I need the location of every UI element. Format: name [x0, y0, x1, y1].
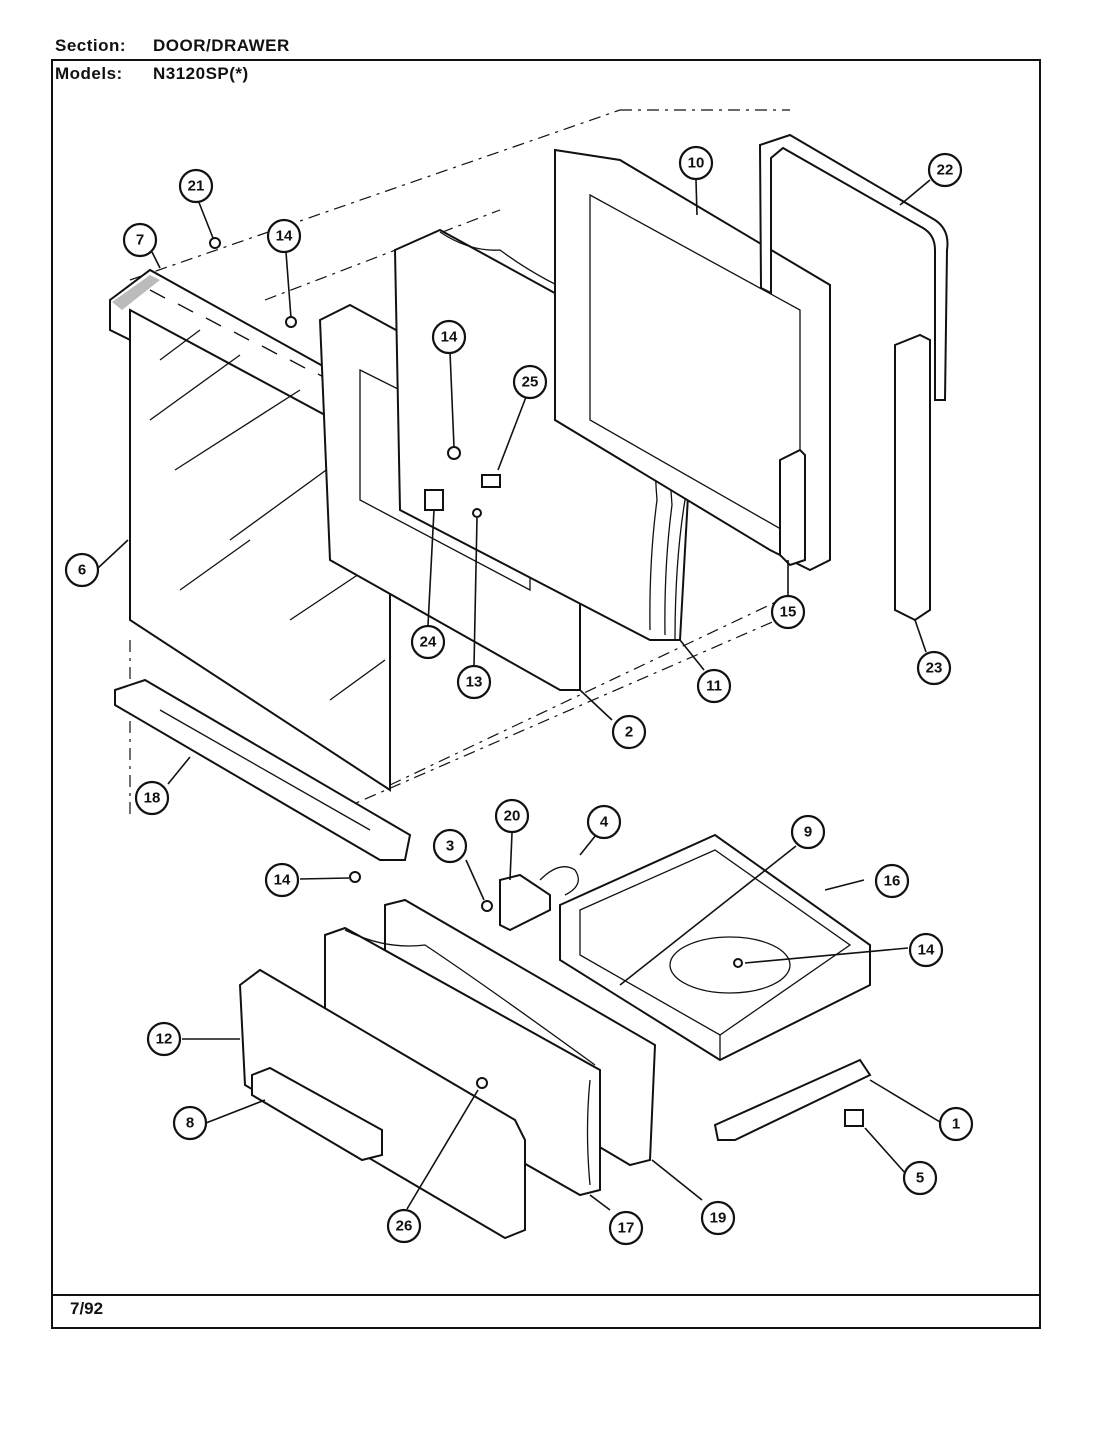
callout-14: 14	[431, 319, 467, 355]
callout-19: 19	[700, 1200, 736, 1236]
drawer-rail	[713, 1058, 872, 1141]
bracket-20	[499, 873, 551, 932]
svg-text:15: 15	[780, 604, 797, 621]
callout-2: 2	[611, 714, 647, 750]
callout-18: 18	[134, 780, 170, 816]
svg-text:25: 25	[522, 374, 539, 391]
screw-14b	[447, 446, 461, 460]
door-clip	[779, 448, 806, 567]
callout-21: 21	[178, 168, 214, 204]
svg-text:16: 16	[884, 873, 901, 890]
drawer-handle	[251, 1066, 383, 1162]
callout-15: 15	[770, 594, 806, 630]
svg-text:22: 22	[937, 162, 954, 179]
svg-text:4: 4	[600, 814, 609, 831]
svg-text:1: 1	[952, 1116, 960, 1133]
hinge-24	[424, 489, 444, 511]
callout-1: 1	[938, 1106, 974, 1142]
models-line: Models: N3120SP(*)	[55, 64, 249, 84]
svg-text:24: 24	[420, 634, 437, 651]
svg-text:23: 23	[926, 660, 943, 677]
svg-text:5: 5	[916, 1170, 924, 1187]
svg-text:6: 6	[78, 562, 86, 579]
screw-26	[476, 1077, 488, 1089]
svg-text:13: 13	[466, 674, 483, 691]
leader-lines	[97, 179, 941, 1211]
wire-4	[539, 866, 579, 896]
bracket-25	[481, 474, 501, 488]
callout-20: 20	[494, 798, 530, 834]
section-value: DOOR/DRAWER	[153, 36, 290, 55]
svg-text:18: 18	[144, 790, 161, 807]
svg-text:14: 14	[274, 872, 291, 889]
callout-14: 14	[264, 862, 300, 898]
screw-14c	[349, 871, 361, 883]
svg-text:3: 3	[446, 838, 454, 855]
door-gasket	[758, 133, 949, 401]
callout-16: 16	[874, 863, 910, 899]
svg-text:21: 21	[188, 178, 205, 195]
callout-8: 8	[172, 1105, 208, 1141]
svg-text:10: 10	[688, 155, 705, 172]
drawer-box	[559, 833, 871, 1062]
callout-10: 10	[678, 145, 714, 181]
door-bottom-trim	[114, 678, 412, 861]
screw-13	[472, 508, 482, 518]
screw-14a	[285, 316, 297, 328]
side-trim	[894, 333, 931, 622]
svg-text:11: 11	[706, 678, 722, 695]
callout-6: 6	[64, 552, 100, 588]
callout-13: 13	[456, 664, 492, 700]
svg-text:2: 2	[625, 724, 633, 741]
models-value: N3120SP(*)	[153, 64, 249, 83]
callout-14: 14	[266, 218, 302, 254]
screw-3	[481, 900, 493, 912]
callout-26: 26	[386, 1208, 422, 1244]
callout-25: 25	[512, 364, 548, 400]
callout-17: 17	[608, 1210, 644, 1246]
svg-text:14: 14	[918, 942, 935, 959]
section-line: Section: DOOR/DRAWER	[55, 36, 290, 56]
callout-23: 23	[916, 650, 952, 686]
svg-text:14: 14	[441, 329, 458, 346]
models-label: Models:	[55, 64, 123, 83]
svg-text:8: 8	[186, 1115, 194, 1132]
svg-text:9: 9	[804, 824, 812, 841]
glide-5	[844, 1109, 864, 1127]
callout-11: 11	[696, 668, 732, 704]
svg-text:26: 26	[396, 1218, 413, 1235]
svg-text:12: 12	[156, 1031, 173, 1048]
screw-21	[209, 237, 221, 249]
callout-7: 7	[122, 222, 158, 258]
section-label: Section:	[55, 36, 127, 55]
callout-12: 12	[146, 1021, 182, 1057]
svg-text:14: 14	[276, 228, 293, 245]
callout-4: 4	[586, 804, 622, 840]
svg-text:19: 19	[710, 1210, 727, 1227]
callout-22: 22	[927, 152, 963, 188]
svg-text:7: 7	[136, 232, 144, 249]
revision-date: 7/92	[70, 1299, 104, 1318]
svg-text:17: 17	[618, 1220, 635, 1237]
screw-14d	[733, 958, 743, 968]
callout-5: 5	[902, 1160, 938, 1196]
callout-9: 9	[790, 814, 826, 850]
svg-text:20: 20	[504, 808, 521, 825]
callout-24: 24	[410, 624, 446, 660]
callout-3: 3	[432, 828, 468, 864]
callout-14: 14	[908, 932, 944, 968]
